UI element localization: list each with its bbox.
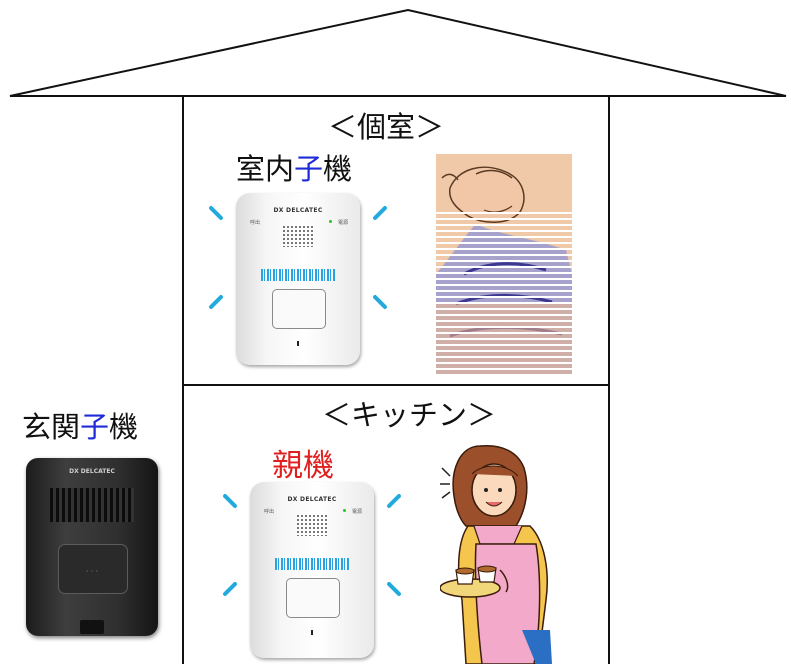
entrance-label-pre: 玄関 [22,410,81,444]
call-mark: 呼出 [250,220,261,226]
power-led-icon [343,509,346,512]
parent-unit-label: 親機 [272,448,334,484]
entrance-intercom-unit: DX DELCATEC ··· [26,458,158,636]
indoor-label-post: 機 [323,152,353,186]
call-mark: 呼出 [264,509,275,515]
entrance-label-child: 子 [80,410,110,444]
indoor-label-child: 子 [294,152,324,186]
unit-foot [80,620,104,634]
brand-text: DX DELCATEC [287,496,337,503]
doorbell-button[interactable]: ··· [58,544,128,594]
roof-icon [9,8,787,97]
signal-bars-icon [275,558,349,570]
woman-serving-tea-icon [440,444,552,664]
power-led-icon [329,220,332,223]
button-dots: ··· [85,567,101,577]
signal-bars-icon [261,269,335,281]
mic-icon [311,630,313,635]
indoor-intercom-unit: DX DELCATEC 呼出 電源 [236,193,360,365]
indoor-unit-label: 室内子機 [236,146,352,188]
mic-icon [297,341,299,346]
private-room-heading: ＜個室＞ [328,110,445,144]
power-mark: 電源 [337,220,348,226]
kitchen-box [182,384,610,664]
speaker-grille [296,514,328,536]
power-mark: 電源 [351,509,362,515]
entrance-label-post: 機 [109,410,139,444]
parent-intercom-unit: DX DELCATEC 呼出 電源 [250,482,374,658]
sleeping-elder-icon [436,154,572,374]
speaker-slots [50,488,134,522]
speaker-grille [282,225,314,247]
blanket-stripes [436,212,572,370]
brand-text: DX DELCATEC [69,468,115,475]
kitchen-heading: ＜キッチン＞ [322,398,497,432]
call-button[interactable] [286,578,340,618]
indoor-label-pre: 室内 [236,152,295,186]
brand-text: DX DELCATEC [273,207,323,214]
entrance-unit-label: 玄関子機 [22,404,138,446]
call-button[interactable] [272,289,326,329]
